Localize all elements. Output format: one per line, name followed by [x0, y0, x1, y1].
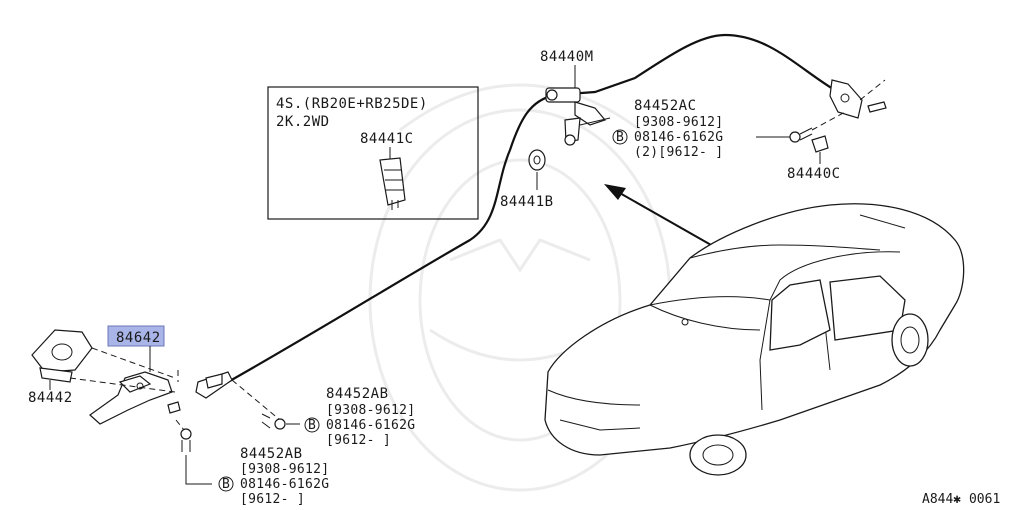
callout-bottom-range1: [9308-9612]: [240, 462, 329, 477]
callout-top-range2: (2)[9612- ]: [634, 145, 723, 160]
callout-mid-symbol: B: [308, 418, 316, 433]
callout-bottom-bolt: 08146-6162G: [240, 477, 329, 492]
cable-end-bracket: [177, 370, 281, 421]
inset-line2: 2K.2WD: [276, 114, 330, 130]
callout-bottom-symbol: B: [222, 477, 230, 492]
callout-top-range1: [9308-9612]: [634, 115, 723, 130]
bottom-bolt: [175, 419, 192, 452]
callout-top: [9308-9612] B 08146-6162G (2)[9612- ]: [612, 115, 723, 160]
bracket-top-label: 84452AC: [634, 98, 697, 114]
callout-top-bolt: 08146-6162G: [634, 130, 723, 145]
diagram-code: A844✱ 0061: [922, 492, 1000, 507]
cable-label: 84440M: [540, 49, 594, 65]
callout-mid-bolt: 08146-6162G: [326, 418, 415, 433]
clip-label: 84440C: [787, 166, 841, 182]
callout-mid-range1: [9308-9612]: [326, 403, 415, 418]
grommet-label: 84441B: [500, 194, 554, 210]
release-handle: [69, 347, 181, 425]
callout-top-symbol: B: [616, 130, 624, 145]
grommet-part: [528, 149, 546, 171]
hood-side-bracket: [829, 79, 887, 119]
bracket-side-label: 84442: [28, 390, 73, 406]
cable-lever-assembly: [545, 87, 611, 146]
bracket-bottom-label: 84452AB: [240, 446, 303, 462]
callout-mid-range2: [9612- ]: [326, 433, 391, 448]
handle-highlighted-label: 84642: [116, 330, 161, 346]
top-bolt: [789, 111, 846, 143]
clip-84440C: [811, 135, 829, 164]
mid-bolt: [261, 413, 286, 430]
release-cable: [227, 33, 839, 383]
inset-box: 4S.(RB20E+RB25DE) 2K.2WD 84441C: [267, 86, 479, 220]
callout-bottom-range2: [9612- ]: [240, 492, 305, 507]
bracket-mid-label: 84452AB: [326, 386, 389, 402]
inset-line1: 4S.(RB20E+RB25DE): [276, 96, 428, 112]
callout-mid: [9308-9612] B 08146-6162G [9612- ]: [304, 403, 415, 448]
highlight-box: [107, 325, 165, 347]
bracket-84442: [31, 329, 93, 383]
callout-bottom: [9308-9612] B 08146-6162G [9612- ]: [218, 462, 329, 507]
inset-part-label: 84441C: [360, 131, 414, 147]
inset-clip-part: [379, 157, 406, 210]
car-illustration: [544, 203, 965, 476]
